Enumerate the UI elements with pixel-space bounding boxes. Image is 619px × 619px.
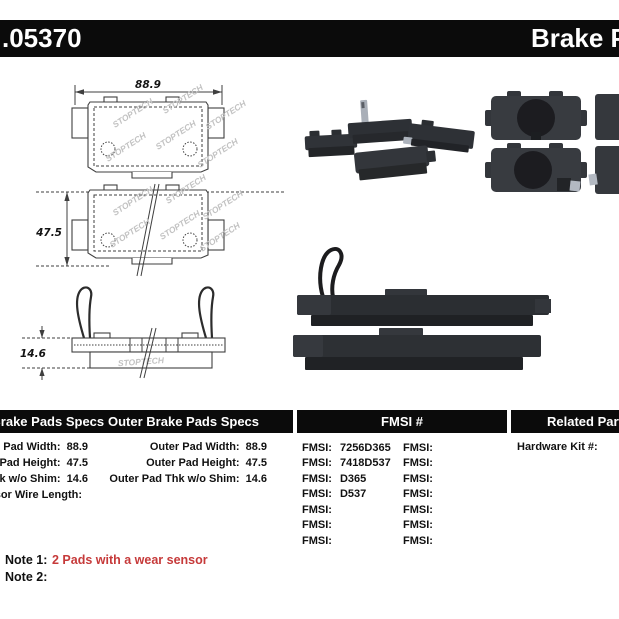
fmsi-row: FMSI: [302, 519, 332, 531]
dimension-width-label: 88.9 [135, 79, 161, 91]
technical-drawings: 88.9 STOPTECH STOPTECH STOPTECH STOPTECH… [20, 79, 285, 380]
fmsi-row: FMSI:7418D537 [302, 457, 391, 469]
part-number: .05370 [2, 23, 82, 53]
dimension-height-label: 47.5 [35, 227, 62, 239]
fmsi-row: FMSI: [403, 473, 433, 485]
fmsi-row: FMSI:D365 [302, 473, 367, 485]
pad-front-view-drawing: 88.9 STOPTECH STOPTECH STOPTECH STOPTECH… [71, 79, 248, 179]
inner-pad-height-row: Inner Pad Height:47.5 [0, 457, 88, 469]
inner-pad-thickness-row: Inner Pad Thk w/o Shim:14.6 [0, 473, 88, 485]
fmsi-row: FMSI: [403, 457, 433, 469]
title-bar: .05370 Brake Pads [0, 20, 619, 57]
pads-edge-photo [293, 247, 551, 370]
note-1-text: 2 Pads with a wear sensor [52, 553, 208, 567]
note-2-label: Note 2: [5, 570, 48, 584]
pad-front-view-height-drawing: 47.5 STOPTECH STOPTECH STOPTECH STOPTECH… [35, 172, 285, 277]
inner-pad-width-row: Inner Pad Width:88.9 [0, 441, 88, 453]
pads-group-photo [304, 99, 475, 181]
outer-specs-header: Outer Brake Pads Specs [108, 414, 260, 429]
outer-pad-width-row: Outer Pad Width:88.9 [149, 441, 267, 453]
outer-pad-thickness-row: Outer Pad Thk w/o Shim:14.6 [109, 473, 267, 485]
fmsi-header: FMSI # [381, 414, 423, 429]
fmsi-row: FMSI: [403, 442, 433, 454]
fmsi-header-bar: FMSI # [297, 410, 507, 433]
related-parts-header: Related Part #s [547, 414, 619, 429]
inner-specs-header: Inner Brake Pads Specs [0, 414, 105, 429]
fmsi-row: FMSI: [302, 504, 332, 516]
fmsi-row: FMSI: [403, 488, 433, 500]
fmsi-row: FMSI:D537 [302, 488, 367, 500]
stoptech-watermark: STOPTECH [118, 355, 166, 368]
note-1-label: Note 1: [5, 553, 48, 567]
related-header-bar: Related Part #s [511, 410, 619, 433]
specs-header-bar: Inner Brake Pads Specs Outer Brake Pads … [0, 410, 293, 433]
hardware-kit-row: Hardware Kit #: [517, 441, 598, 453]
pad-edge-view-drawing: STOPTECH 14.6 [20, 286, 226, 380]
outer-pad-height-row: Outer Pad Height:47.5 [146, 457, 267, 469]
sensor-wire-length-row: Sensor Wire Length: [0, 489, 82, 501]
fmsi-row: FMSI: [403, 535, 433, 547]
fmsi-row: FMSI:7256D365 [302, 442, 391, 454]
fmsi-row: FMSI: [403, 519, 433, 531]
dimension-thickness-label: 14.6 [20, 348, 46, 360]
pads-face-photo [485, 91, 619, 194]
fmsi-row: FMSI: [302, 535, 332, 547]
fmsi-row: FMSI: [403, 504, 433, 516]
page-title: Brake Pads [531, 23, 619, 53]
